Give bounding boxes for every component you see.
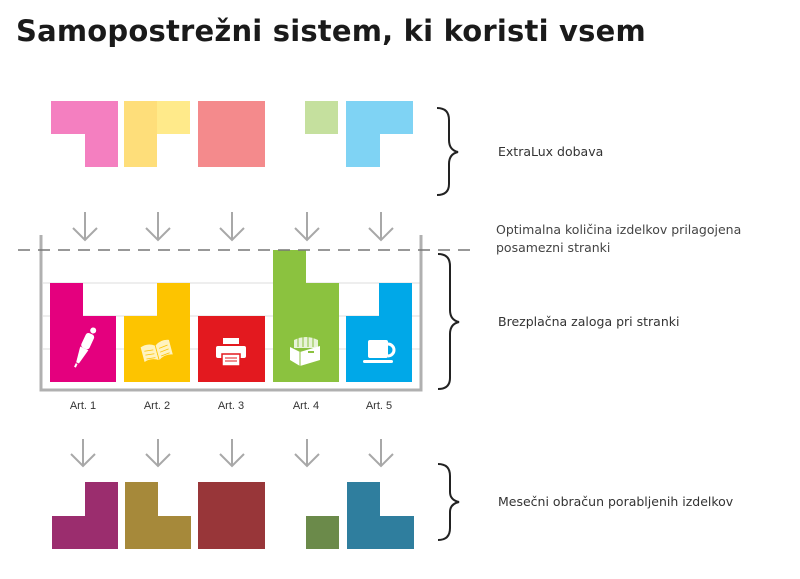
billing-row — [52, 482, 414, 549]
archive-box-icon — [290, 336, 320, 366]
page-title: Samopostrežni sistem, ki koristi vsem — [16, 14, 646, 48]
coffee-cup-icon — [363, 340, 396, 363]
brace-icon — [437, 463, 460, 541]
article-label-4: Art. 4 — [292, 400, 320, 412]
supply-block-art-5 — [346, 101, 413, 167]
arrow-down-icon — [72, 212, 98, 242]
billing-block-art-3 — [198, 482, 265, 549]
supply-row — [51, 101, 413, 167]
braces — [436, 107, 460, 541]
book-icon — [139, 338, 174, 364]
arrow-down-icon — [219, 439, 245, 468]
brace-icon — [436, 107, 459, 196]
supply-block-art-2b — [157, 101, 190, 134]
stock-bar-art-4 — [273, 250, 339, 382]
billing-block-art-4 — [306, 516, 339, 549]
billing-block-art-1 — [52, 482, 118, 549]
brace-icon — [437, 253, 460, 390]
printer-icon — [216, 338, 246, 367]
article-label-5: Art. 5 — [365, 400, 393, 412]
arrows-row-2 — [70, 439, 394, 468]
stage-label-billing: Mesečni obračun porabljenih izdelkov — [498, 494, 734, 509]
supply-block-art-4 — [305, 101, 338, 134]
arrows-row-1 — [72, 212, 394, 242]
billing-block-art-5 — [347, 482, 414, 549]
billing-block-art-2 — [125, 482, 191, 549]
arrow-down-icon — [294, 212, 320, 242]
arrow-down-icon — [70, 439, 96, 468]
arrow-down-icon — [294, 439, 320, 468]
stock-container — [18, 235, 472, 392]
stock-bar-art-5 — [346, 283, 412, 382]
stage-label-optimal-line2: posamezni stranki — [496, 240, 611, 255]
supply-block-art-3 — [198, 101, 265, 167]
stock-bar-art-1 — [50, 283, 116, 382]
article-label-1: Art. 1 — [69, 400, 97, 412]
arrow-down-icon — [145, 212, 171, 242]
arrow-down-icon — [368, 439, 394, 468]
supply-block-art-2 — [124, 101, 157, 167]
stage-label-optimal-line1: Optimalna količina izdelkov prilagojena — [496, 222, 742, 237]
arrow-down-icon — [219, 212, 245, 242]
article-label-3: Art. 3 — [217, 400, 245, 412]
stage-label-stock: Brezplačna zaloga pri stranki — [498, 314, 680, 329]
pen-icon — [74, 327, 97, 368]
arrow-down-icon — [145, 439, 171, 468]
stock-bar-art-2 — [124, 283, 190, 382]
article-label-2: Art. 2 — [143, 400, 171, 412]
stage-label-supply: ExtraLux dobava — [498, 144, 604, 159]
supply-block-art-1 — [51, 101, 118, 167]
arrow-down-icon — [368, 212, 394, 242]
